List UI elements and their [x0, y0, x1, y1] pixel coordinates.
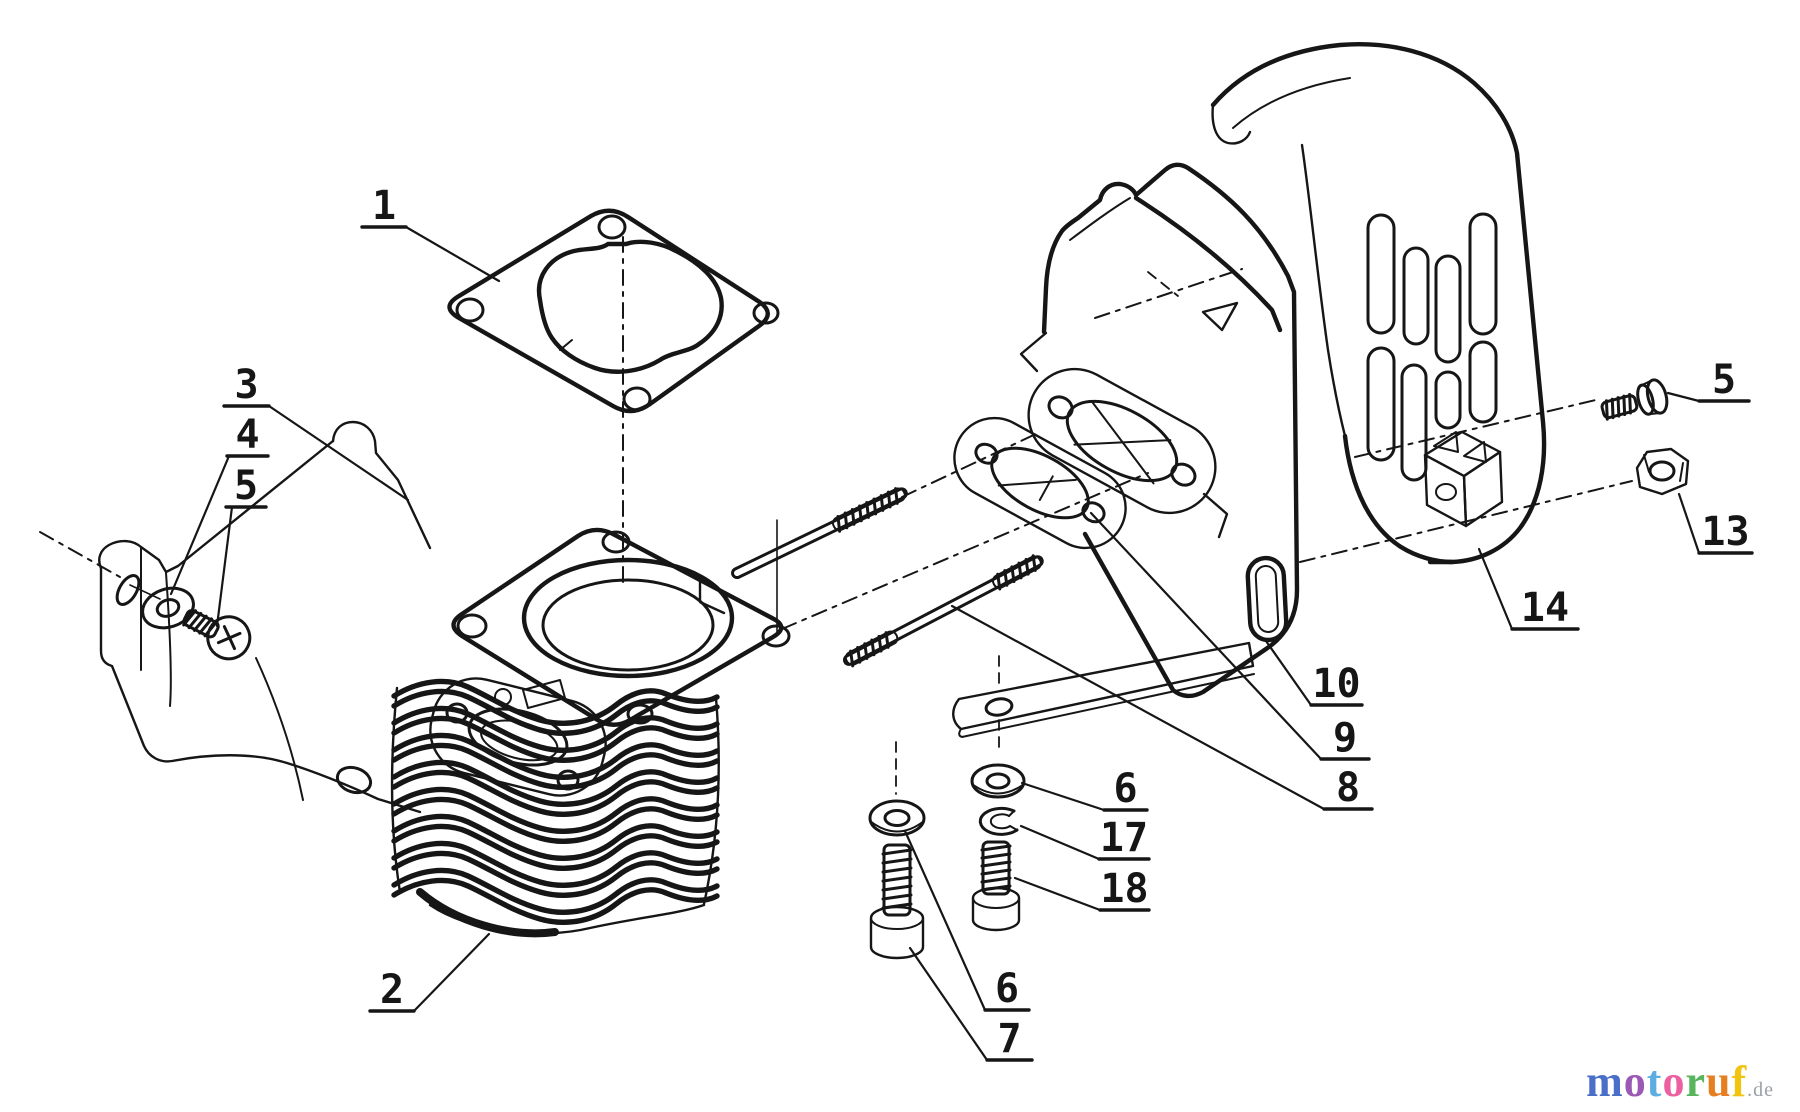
callout-6-6: 6	[1020, 766, 1149, 812]
muffler-drawing	[1019, 162, 1300, 699]
callout-number: 3	[234, 362, 258, 408]
callout-leader-line	[950, 604, 1326, 811]
watermark-letter: o	[1623, 1057, 1647, 1106]
callout-number: 17	[1100, 815, 1148, 861]
callout-5-5: 5	[1666, 357, 1751, 403]
callout-leader-line	[404, 225, 501, 283]
watermark-letter: r	[1685, 1057, 1706, 1106]
watermark-letter: t	[1646, 1057, 1663, 1106]
callout-number: 18	[1100, 866, 1148, 912]
callout-7-10: 7	[908, 946, 1034, 1062]
watermark-letter: m	[1586, 1057, 1624, 1106]
callout-number: 14	[1521, 585, 1569, 631]
callout-number: 6	[995, 966, 1019, 1012]
callout-8-11: 8	[950, 604, 1374, 811]
nut-13-drawing	[1635, 447, 1690, 496]
bracket-drawing	[98, 420, 432, 814]
callout-3-2: 3	[222, 362, 410, 502]
callout-17-7: 17	[1019, 815, 1151, 861]
callout-number: 5	[1712, 357, 1736, 403]
watermark-suffix: .de	[1747, 1079, 1774, 1101]
callout-leader-line	[903, 829, 987, 1012]
washer-4-drawing	[141, 586, 195, 630]
callout-5-4: 5	[215, 463, 268, 628]
callout-1-0: 1	[360, 183, 501, 283]
callout-leader-line	[1477, 547, 1514, 631]
callout-leader-line	[1089, 511, 1323, 761]
screw-5-left-drawing	[182, 609, 252, 661]
flat-washer-left-drawing	[868, 799, 926, 837]
watermark-letter: f	[1731, 1057, 1748, 1106]
watermark-letter: u	[1705, 1057, 1732, 1106]
callout-number: 4	[235, 412, 259, 458]
callout-number: 5	[234, 463, 258, 509]
callout-leader-line	[215, 505, 234, 628]
cylinder-drawing	[390, 527, 791, 938]
lock-washer-drawing	[978, 806, 1019, 836]
callout-number: 8	[1336, 765, 1360, 811]
callout-leader-line	[1019, 824, 1101, 861]
callout-leader-line	[267, 404, 410, 502]
callout-9-12: 9	[1089, 511, 1371, 761]
callout-leader-line	[412, 932, 491, 1013]
gasket-drawing	[447, 208, 780, 414]
screw-5-right-drawing	[1600, 378, 1669, 421]
cover-vent-slots	[1366, 212, 1498, 482]
strap-drawing	[952, 641, 1255, 738]
callout-2-1: 2	[368, 932, 491, 1013]
callout-number: 1	[372, 183, 396, 229]
callout-10-13: 10	[1264, 639, 1364, 707]
callout-leader-line	[1666, 391, 1701, 403]
callout-number: 2	[380, 967, 404, 1013]
stud-drawing-upper	[731, 487, 908, 580]
callout-14-15: 14	[1477, 547, 1580, 631]
callout-leader-line	[1264, 639, 1313, 707]
bolt-18-drawing	[971, 840, 1021, 932]
callout-number: 13	[1701, 509, 1749, 555]
callout-6-9: 6	[903, 829, 1031, 1012]
callout-18-8: 18	[1013, 866, 1151, 912]
watermark-word: motoruf	[1586, 1057, 1747, 1106]
callout-leader-line	[1677, 492, 1701, 555]
muffler-flange-drawing	[1027, 367, 1217, 515]
cooling-fins	[390, 678, 720, 938]
bolt-7-drawing	[869, 843, 925, 960]
callout-leader-line	[169, 454, 231, 596]
callout-leader-line	[1020, 781, 1106, 812]
muffler-cover-drawing	[1210, 42, 1547, 565]
callout-leader-line	[1013, 876, 1102, 912]
callout-number: 9	[1333, 715, 1357, 761]
callout-number: 7	[997, 1016, 1021, 1062]
callout-number: 6	[1113, 766, 1137, 812]
callout-leader-line	[908, 946, 989, 1062]
callout-number: 10	[1312, 661, 1360, 707]
flat-washer-right-drawing	[970, 763, 1026, 799]
callout-13-14: 13	[1677, 492, 1754, 555]
watermark-letter: o	[1662, 1057, 1686, 1106]
exhaust-gasket-drawing	[953, 416, 1127, 550]
watermark-logo: motoruf.de	[1586, 1060, 1774, 1104]
stud-drawing-lower	[842, 554, 1044, 668]
cover-boss-block	[1423, 430, 1504, 528]
callout-4-3: 4	[169, 412, 270, 596]
